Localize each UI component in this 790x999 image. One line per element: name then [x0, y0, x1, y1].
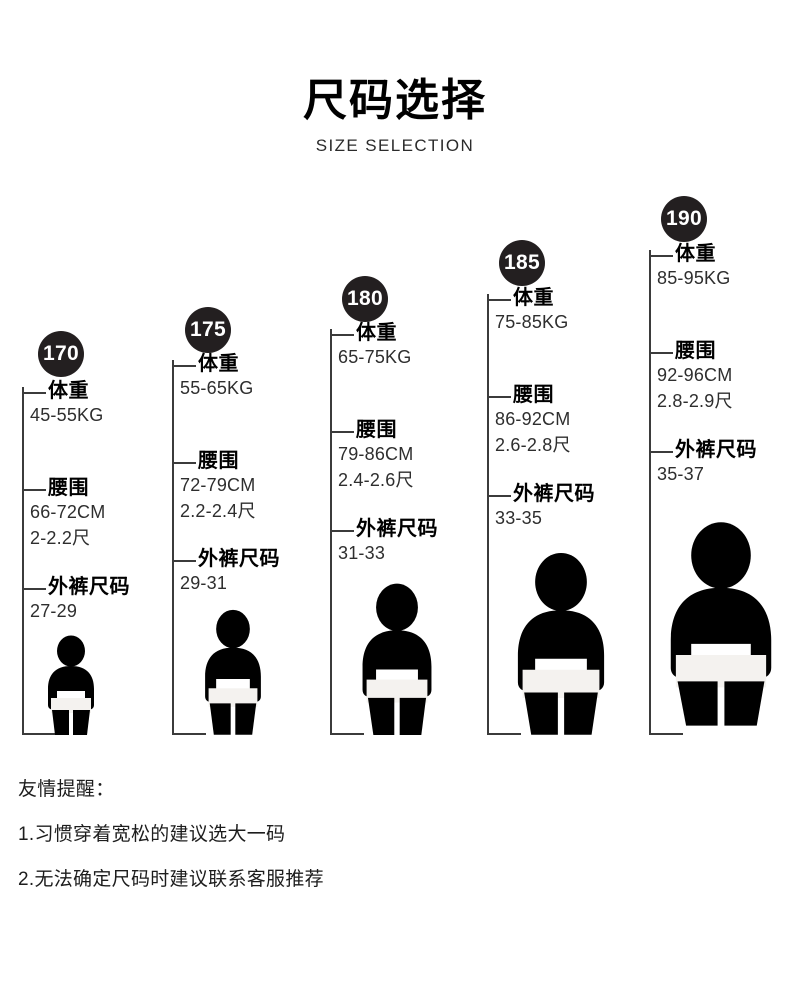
tick-pants-170 [22, 588, 46, 590]
field-value-waist-chi-190: 2.8-2.9尺 [657, 390, 733, 411]
field-label-weight-175: 体重 [198, 353, 239, 375]
field-waist-175: 腰围 72-79CM 2.2-2.4尺 [180, 450, 256, 524]
field-value-pants-180: 31-33 [338, 543, 386, 563]
field-weight-170: 体重 45-55KG [30, 380, 103, 429]
field-value-pants-170: 27-29 [30, 601, 78, 621]
body-silhouette-180 [347, 583, 447, 735]
bracket-spine-170 [22, 387, 24, 735]
field-label-weight-170: 体重 [48, 380, 89, 402]
field-label-pants-170: 外裤尺码 [48, 576, 130, 598]
tick-waist-170 [22, 489, 46, 491]
tick-pants-185 [487, 495, 511, 497]
body-silhouette-175 [190, 609, 276, 735]
field-value-waist-chi-170: 2-2.2尺 [30, 527, 91, 548]
tick-pants-175 [172, 560, 196, 562]
field-pants-175: 外裤尺码 29-31 [180, 548, 280, 597]
field-value-weight-190: 85-95KG [657, 268, 731, 288]
field-label-weight-180: 体重 [356, 322, 397, 344]
tick-weight-180 [330, 334, 354, 336]
bracket-foot-190 [649, 733, 683, 735]
tick-weight-170 [22, 392, 46, 394]
field-weight-190: 体重 85-95KG [657, 243, 730, 292]
page-header: 尺码选择 SIZE SELECTION [0, 76, 790, 156]
bracket-foot-180 [330, 733, 364, 735]
field-label-waist-170: 腰围 [48, 477, 89, 499]
bracket-foot-170 [22, 733, 56, 735]
field-value-waist-chi-175: 2.2-2.4尺 [180, 500, 256, 521]
tick-pants-190 [649, 451, 673, 453]
field-pants-185: 外裤尺码 33-35 [495, 483, 595, 532]
field-label-weight-185: 体重 [513, 287, 554, 309]
field-pants-170: 外裤尺码 27-29 [30, 576, 130, 625]
page-title: 尺码选择 [303, 76, 487, 125]
tick-waist-185 [487, 396, 511, 398]
field-value-waist-chi-180: 2.4-2.6尺 [338, 469, 414, 490]
field-label-waist-180: 腰围 [356, 419, 397, 441]
field-value-waist-cm-185: 86-92CM [495, 409, 571, 429]
size-badge-190[interactable]: 190 [661, 196, 707, 242]
field-waist-185: 腰围 86-92CM 2.6-2.8尺 [495, 384, 571, 458]
tick-waist-190 [649, 352, 673, 354]
tick-waist-180 [330, 431, 354, 433]
bracket-spine-190 [649, 250, 651, 735]
tick-weight-190 [649, 255, 673, 257]
bracket-foot-175 [172, 733, 206, 735]
size-badge-180[interactable]: 180 [342, 276, 388, 322]
field-waist-180: 腰围 79-86CM 2.4-2.6尺 [338, 419, 414, 493]
field-value-weight-185: 75-85KG [495, 312, 569, 332]
field-label-pants-190: 外裤尺码 [675, 439, 757, 461]
field-value-waist-cm-175: 72-79CM [180, 475, 256, 495]
notes-heading: 友情提醒： [18, 779, 115, 800]
field-waist-190: 腰围 92-96CM 2.8-2.9尺 [657, 340, 733, 414]
size-badge-185[interactable]: 185 [499, 240, 545, 286]
tick-weight-175 [172, 365, 196, 367]
field-value-waist-cm-190: 92-96CM [657, 365, 733, 385]
note-item-1: 1.习惯穿着宽松的建议选大一码 [18, 824, 286, 845]
field-pants-180: 外裤尺码 31-33 [338, 518, 438, 567]
tick-waist-175 [172, 462, 196, 464]
body-silhouette-170 [34, 635, 108, 735]
field-value-pants-185: 33-35 [495, 508, 543, 528]
field-pants-190: 外裤尺码 35-37 [657, 439, 757, 488]
field-label-pants-175: 外裤尺码 [198, 548, 280, 570]
field-label-waist-190: 腰围 [675, 340, 716, 362]
field-weight-180: 体重 65-75KG [338, 322, 411, 371]
size-badge-170[interactable]: 170 [38, 331, 84, 377]
field-value-waist-cm-180: 79-86CM [338, 444, 414, 464]
body-silhouette-185 [503, 552, 619, 735]
body-silhouette-190 [658, 512, 784, 735]
field-value-waist-cm-170: 66-72CM [30, 502, 106, 522]
field-label-pants-185: 外裤尺码 [513, 483, 595, 505]
tick-weight-185 [487, 299, 511, 301]
field-label-pants-180: 外裤尺码 [356, 518, 438, 540]
note-item-2: 2.无法确定尺码时建议联系客服推荐 [18, 869, 324, 890]
footer-notes: 友情提醒： 1.习惯穿着宽松的建议选大一码 2.无法确定尺码时建议联系客服推荐 [18, 780, 538, 889]
bracket-spine-180 [330, 329, 332, 735]
field-value-weight-180: 65-75KG [338, 347, 412, 367]
field-value-pants-190: 35-37 [657, 464, 705, 484]
bracket-spine-175 [172, 360, 174, 735]
bracket-spine-185 [487, 294, 489, 735]
field-label-waist-185: 腰围 [513, 384, 554, 406]
field-weight-175: 体重 55-65KG [180, 353, 253, 402]
field-waist-170: 腰围 66-72CM 2-2.2尺 [30, 477, 105, 551]
tick-pants-180 [330, 530, 354, 532]
bracket-foot-185 [487, 733, 521, 735]
field-value-waist-chi-185: 2.6-2.8尺 [495, 434, 571, 455]
field-value-weight-175: 55-65KG [180, 378, 254, 398]
field-label-weight-190: 体重 [675, 243, 716, 265]
size-badge-175[interactable]: 175 [185, 307, 231, 353]
field-weight-185: 体重 75-85KG [495, 287, 568, 336]
page-subtitle: SIZE SELECTION [315, 136, 475, 156]
field-label-waist-175: 腰围 [198, 450, 239, 472]
field-value-pants-175: 29-31 [180, 573, 228, 593]
field-value-weight-170: 45-55KG [30, 405, 104, 425]
